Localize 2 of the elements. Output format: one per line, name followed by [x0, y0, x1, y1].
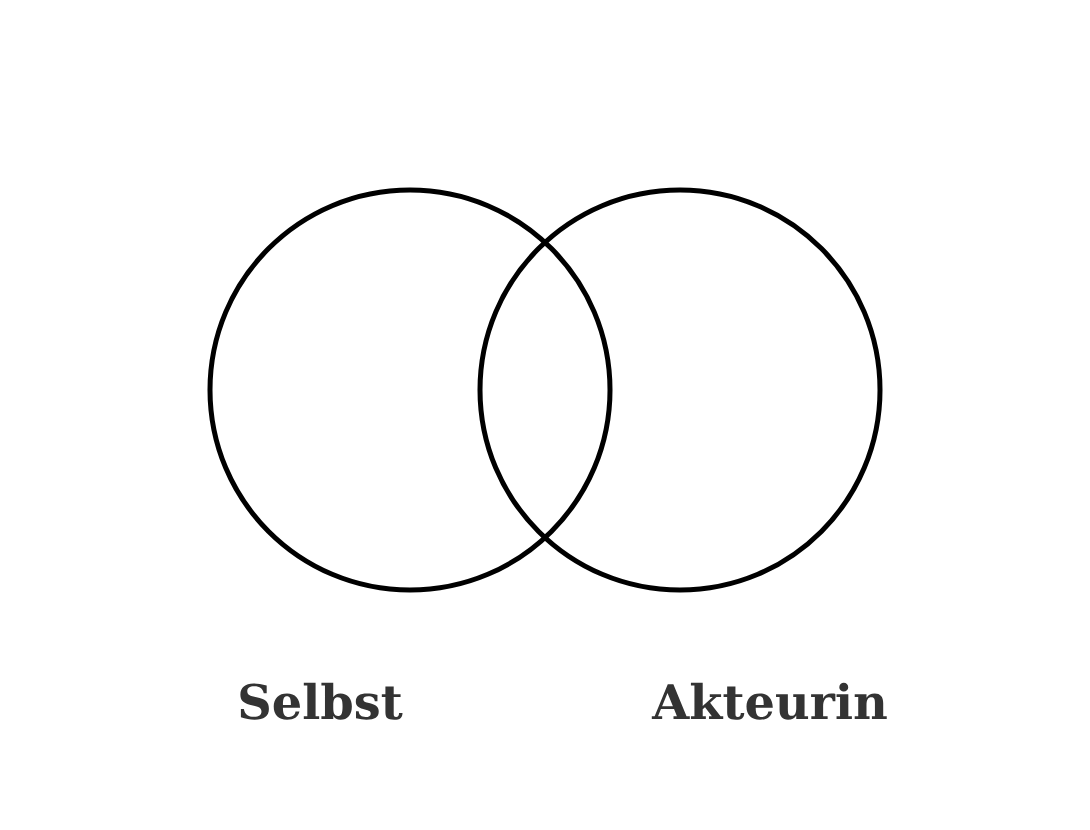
set-label: Akteurin — [651, 682, 887, 720]
set-label: Selbst — [240, 682, 403, 720]
